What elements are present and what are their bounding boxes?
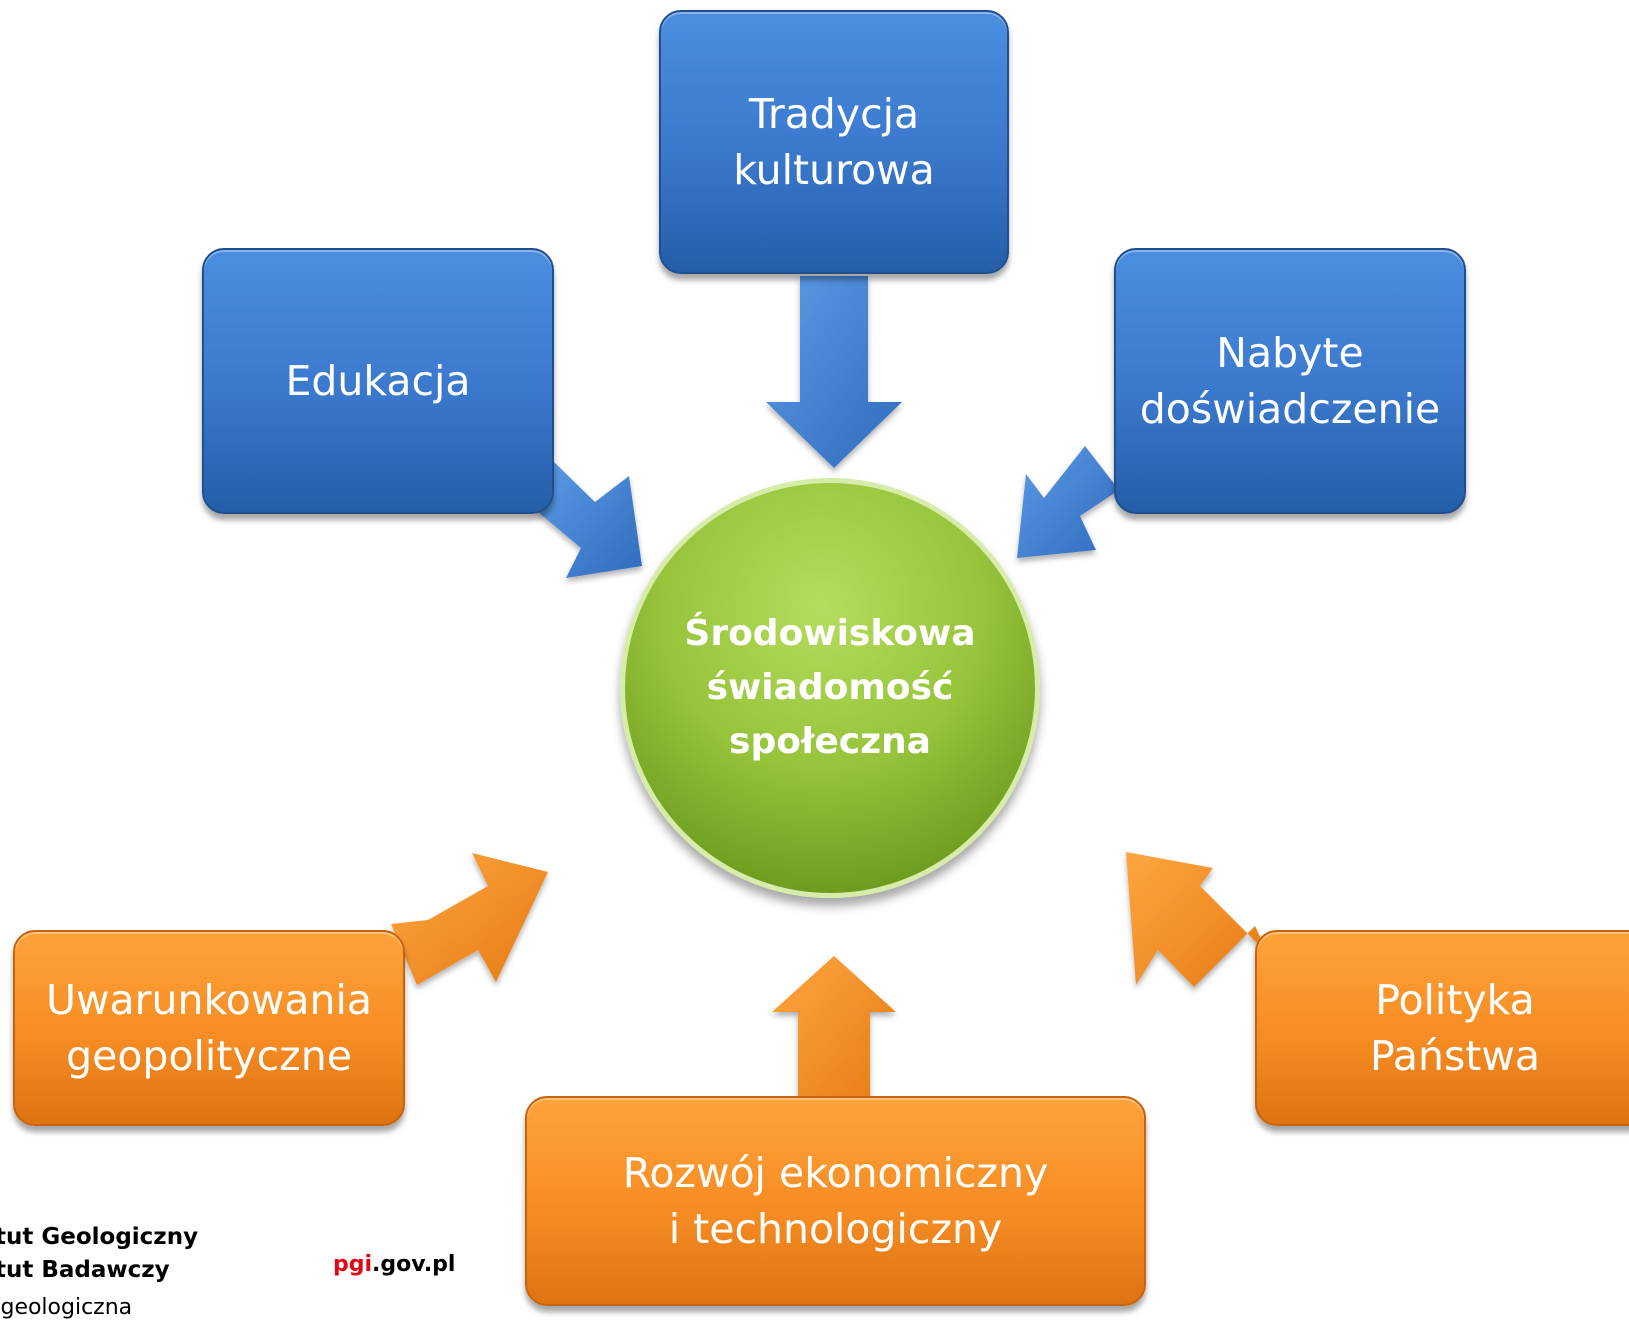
arrow-nabyte — [1017, 446, 1119, 558]
arrow-polityka — [1126, 852, 1268, 987]
node-srodowiskowa-swiadomosc-spoleczna: Środowiskowa świadomość społeczna — [620, 478, 1040, 898]
arrow-tradycja — [766, 276, 902, 468]
arrow-uwarunkowania — [391, 853, 548, 985]
website-domain-rest: .gov.pl — [372, 1252, 456, 1277]
node-edukacja: Edukacja — [202, 248, 554, 514]
node-uwarunkowania-geopolityczne: Uwarunkowania geopolityczne — [13, 930, 405, 1126]
institute-name-line1: ytut Geologiczny — [0, 1224, 199, 1250]
website-domain-red: pgi — [333, 1252, 373, 1277]
node-nabyte-doswiadczenie: Nabyte doświadczenie — [1114, 248, 1466, 514]
arrow-rozwoj — [772, 956, 896, 1108]
node-polityka-panstwa: Polityka Państwa — [1255, 930, 1629, 1126]
institute-name-line2: ytut Badawczy — [0, 1257, 170, 1283]
website-link[interactable]: pgi.gov.pl — [333, 1252, 455, 1277]
node-rozwoj-ekonomiczny: Rozwój ekonomiczny i technologiczny — [525, 1096, 1146, 1306]
node-tradycja-kulturowa: Tradycja kulturowa — [659, 10, 1009, 274]
institute-tagline: a geologiczna — [0, 1295, 133, 1320]
arrow-edukacja — [538, 462, 642, 578]
